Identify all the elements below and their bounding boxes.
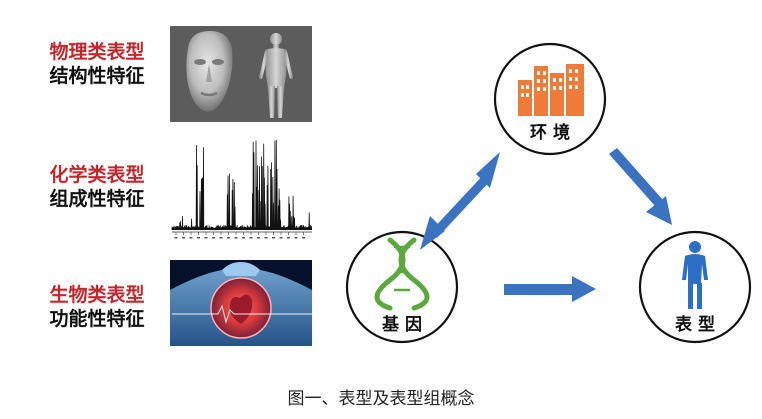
row-biological-type: 生物类表型 xyxy=(49,284,145,306)
face-body-scan-image xyxy=(170,26,312,122)
gene-label: 基 因 xyxy=(381,314,422,335)
buildings-icon xyxy=(518,64,584,116)
nmr-spectrum-image xyxy=(168,140,314,242)
row-biological-labels: 生物类表型 功能性特征 xyxy=(22,283,172,331)
phenotype-label: 表 型 xyxy=(675,314,715,335)
phenotype-node xyxy=(638,230,752,344)
row-chemical-labels: 化学类表型 组成性特征 xyxy=(22,163,172,211)
concept-diagram: 环 境 基 因 表 型 xyxy=(345,42,752,344)
gene-environment-double-arrow xyxy=(420,152,500,250)
human-icon xyxy=(682,241,708,309)
dna-icon xyxy=(374,237,430,311)
figure-caption: 图一、表型及表型组概念 xyxy=(287,389,475,409)
row-physical-labels: 物理类表型 结构性特征 xyxy=(22,40,172,88)
gene-node xyxy=(345,230,459,344)
environment-phenotype-arrow xyxy=(609,148,672,225)
heart-chest-image xyxy=(170,260,312,346)
environment-label: 环 境 xyxy=(530,122,570,143)
row-chemical-feature: 组成性特征 xyxy=(49,188,145,210)
gene-phenotype-arrow xyxy=(504,276,596,302)
row-physical-type: 物理类表型 xyxy=(49,41,145,63)
row-biological-feature: 功能性特征 xyxy=(49,308,145,330)
row-physical-feature: 结构性特征 xyxy=(49,65,145,87)
row-chemical-type: 化学类表型 xyxy=(49,164,145,186)
